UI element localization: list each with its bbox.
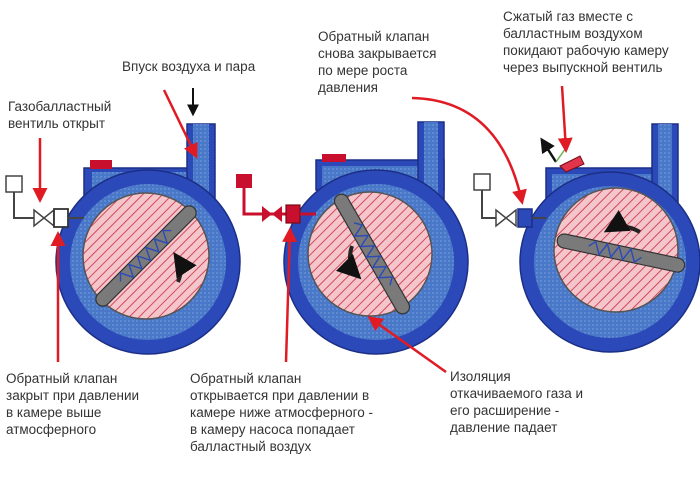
label-valve-closes-again: Обратный клапан снова закрывается по мер…: [318, 29, 437, 95]
label-valve-opens-low-pressure: Обратный клапан открывается при давлении…: [190, 371, 373, 454]
pump-stage-1: [5, 123, 241, 355]
pump-stage-3: [473, 123, 700, 353]
label-intake: Впуск воздуха и пара: [122, 59, 256, 74]
label-valve-closed-high-pressure: Обратный клапан закрыт при давлении в ка…: [6, 371, 140, 437]
callout-arrows: [32, 85, 573, 374]
label-gas-ballast-open: Газобалластный вентиль открыт: [8, 99, 112, 131]
pump-stage-2: [236, 121, 469, 355]
label-isolation-expansion: Изоляция откачиваемого газа и его расшир…: [450, 369, 584, 435]
label-compressed-gas-exit: Сжатый газ вместе с балластным воздухом …: [503, 9, 669, 75]
